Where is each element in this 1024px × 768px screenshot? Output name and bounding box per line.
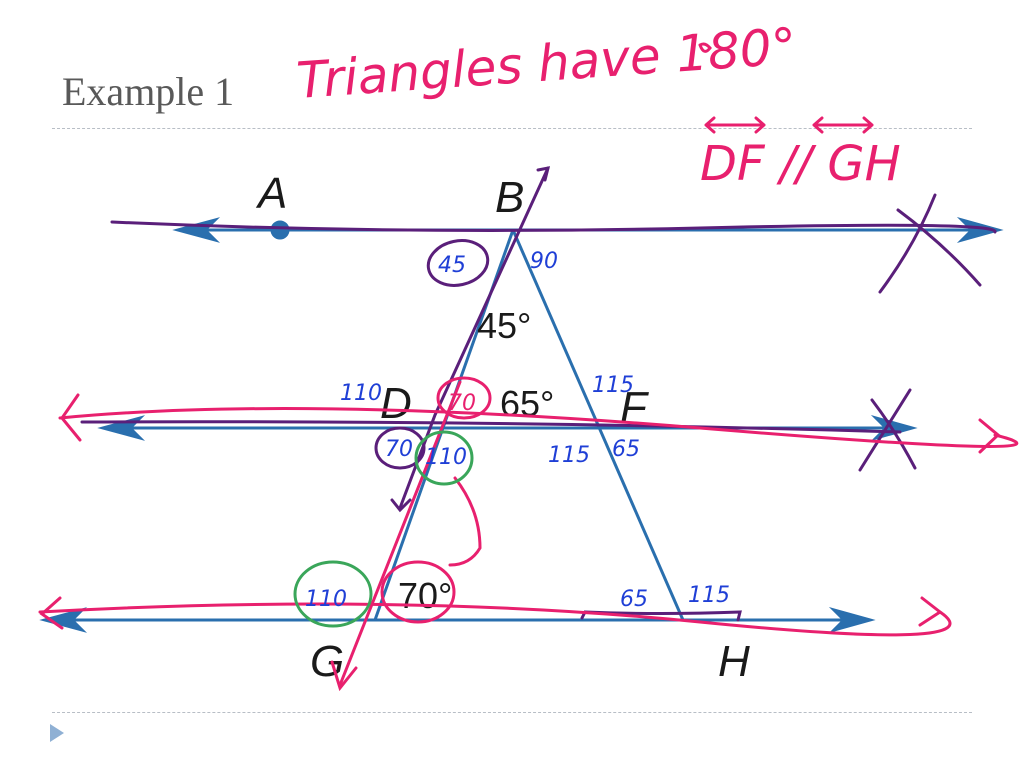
pink-line-middle [58, 407, 1019, 448]
given-angle-45: 45° [477, 305, 531, 346]
pink-line-symbol-gh [812, 116, 874, 134]
angle-mark-65-f: 65 [612, 437, 640, 462]
arrowhead-left-gh [39, 607, 88, 633]
angle-mark-115-top: 115 [592, 373, 634, 398]
page-title: Example 1 [62, 69, 235, 114]
point-label-D: D [380, 379, 412, 428]
purple-arc-mid-1 [858, 388, 912, 472]
angle-mark-115-h: 115 [688, 583, 730, 608]
purple-circle-70 [374, 426, 426, 470]
pink-arrowhead [330, 660, 358, 692]
purple-arc-top-1 [878, 193, 937, 294]
purple-circle-45 [426, 239, 490, 287]
pink-connector [448, 476, 482, 567]
parallel-note: DF // GH [700, 136, 901, 192]
title-divider [52, 128, 972, 129]
arrowhead-right-ab [956, 217, 1004, 243]
footer-divider [52, 712, 972, 713]
green-circle-110-g [293, 560, 373, 628]
purple-line-middle [80, 420, 902, 434]
angle-mark-70-d: 70 [385, 437, 413, 462]
pink-line-symbol-df [704, 116, 766, 134]
pink-ink [38, 42, 1019, 692]
purple-arrowhead-top [536, 166, 551, 182]
angle-mark-110-d: 110 [425, 445, 467, 470]
given-angle-70: 70° [398, 575, 452, 616]
pink-degree-mark [698, 42, 712, 53]
purple-transversal [398, 166, 550, 510]
pink-circle-70-bottom [380, 560, 456, 624]
green-circle-110 [414, 430, 474, 486]
pink-arrow-left-bottom [39, 596, 64, 630]
pink-arrow-right-bottom [918, 596, 943, 627]
point-label-G: G [310, 637, 344, 686]
point-label-H: H [718, 637, 750, 686]
pink-circle-70-top [436, 376, 492, 420]
pink-line-bottom [38, 602, 952, 637]
angle-mark-115-bottom: 115 [548, 443, 590, 468]
angle-mark-65-h: 65 [620, 587, 648, 612]
bullet-arrow-icon [50, 724, 64, 742]
point-label-B: B [495, 173, 524, 222]
pink-arrow-right-mid [978, 418, 1001, 454]
point-label-A: A [255, 169, 287, 218]
purple-line-top [110, 220, 997, 234]
green-ink [293, 430, 474, 628]
angle-mark-110-g: 110 [305, 587, 347, 612]
handwritten-title: Triangles have 180° [295, 17, 799, 110]
angle-mark-110-left: 110 [340, 381, 382, 406]
arrowhead-right-gh [828, 607, 876, 633]
purple-arc-top-2 [896, 208, 982, 287]
purple-arrowhead-bottom [390, 498, 412, 513]
purple-arc-mid-2 [870, 398, 917, 470]
purple-ink [80, 166, 997, 622]
pink-arrow-left-mid [60, 393, 82, 442]
angle-mark-45: 45 [438, 253, 466, 278]
point-A-dot [270, 220, 290, 240]
pink-angle-70: 70 [448, 391, 476, 416]
angle-mark-90: 90 [530, 249, 558, 274]
